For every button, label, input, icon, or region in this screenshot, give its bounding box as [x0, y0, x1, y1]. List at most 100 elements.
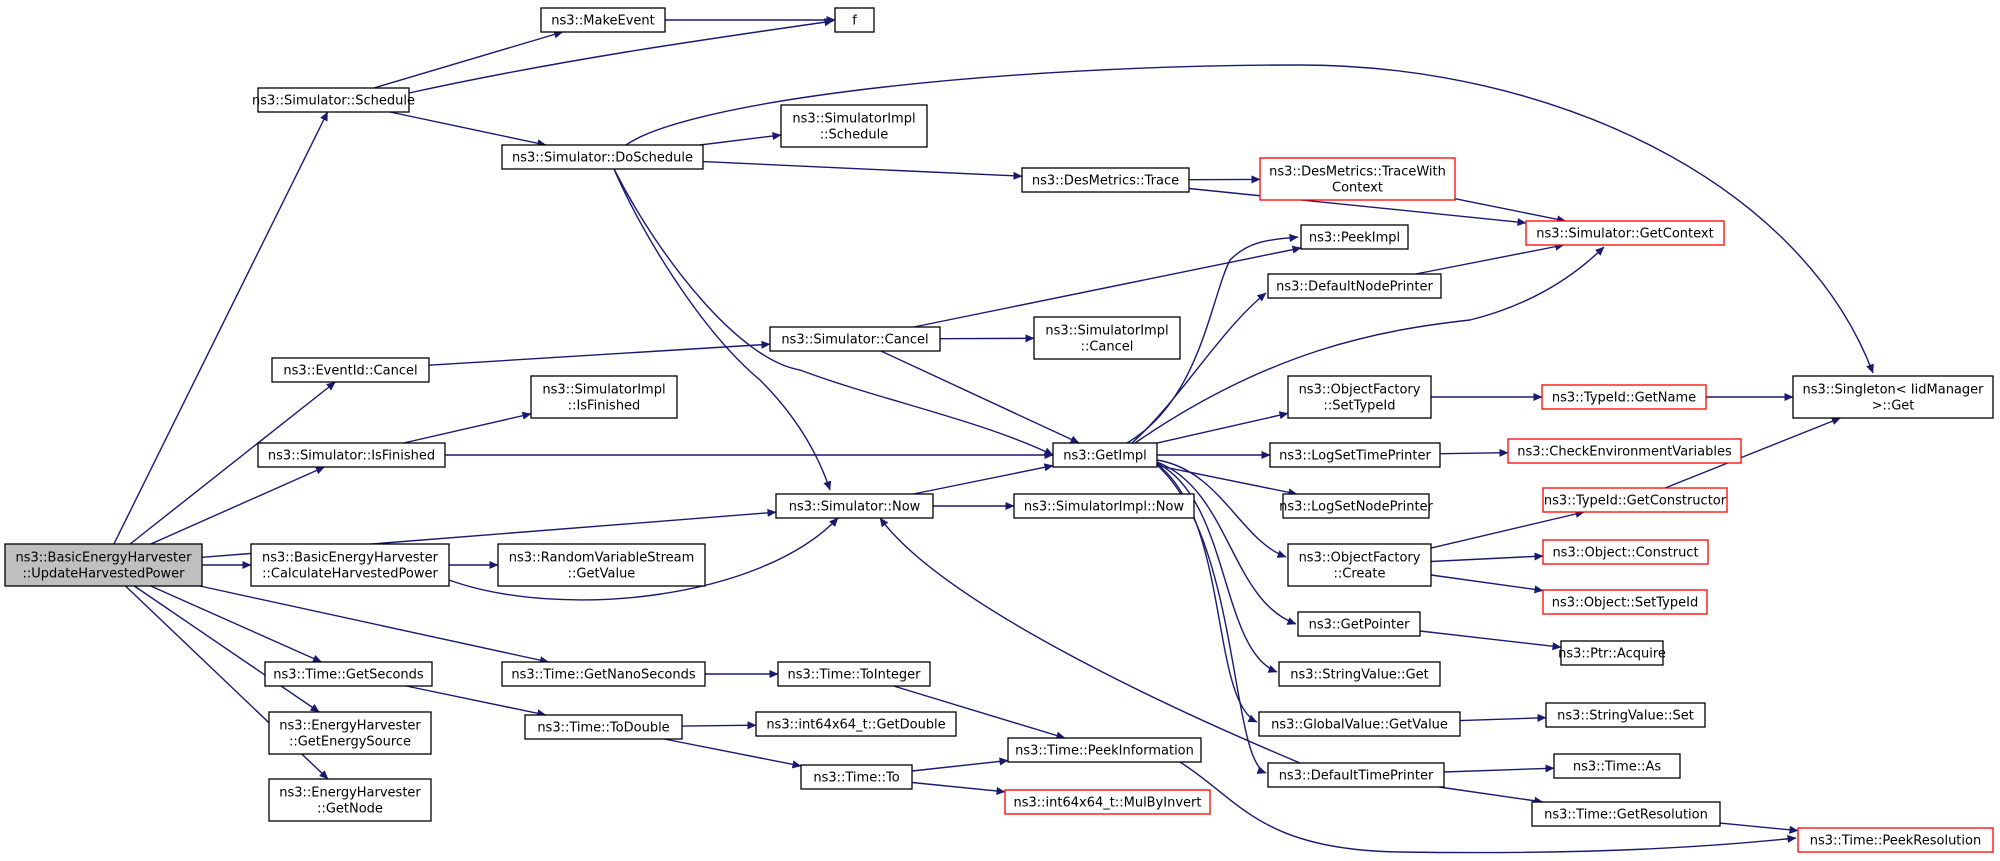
node-label: ns3::Time::GetResolution: [1544, 808, 1708, 823]
node-getimpl[interactable]: ns3::GetImpl: [1052, 442, 1158, 468]
edge-deftimeprinter-to-getresolution: [1438, 786, 1544, 805]
node-box: [1287, 375, 1432, 419]
node-label: ns3::MakeEvent: [551, 14, 655, 29]
node-ofsettypeid[interactable]: ns3::ObjectFactory::SetTypeId: [1287, 375, 1432, 419]
node-ehgetnode[interactable]: ns3::EnergyHarvester::GetNode: [268, 778, 432, 822]
node-timetointeger[interactable]: ns3::Time::ToInteger: [777, 661, 931, 687]
node-label: ns3::Object::Construct: [1552, 546, 1698, 561]
edge-timetodouble-to-i64getdouble: [681, 721, 757, 730]
edge-ofcreate-to-objsettypeid: [1430, 574, 1544, 594]
node-timegetnano[interactable]: ns3::Time::GetNanoSeconds: [501, 661, 706, 687]
node-stringvalueset[interactable]: ns3::StringValue::Set: [1545, 702, 1706, 728]
node-box: [1542, 539, 1709, 565]
node-box: [1525, 220, 1725, 246]
node-singleton[interactable]: ns3::Singleton< IidManager >::Get: [1792, 375, 1994, 419]
node-box: [1282, 493, 1430, 519]
node-objconstruct[interactable]: ns3::Object::Construct: [1542, 539, 1709, 565]
node-timegetseconds[interactable]: ns3::Time::GetSeconds: [264, 661, 433, 687]
node-label: ns3::DesMetrics::Trace: [1032, 174, 1179, 189]
edge-destrace-to-getcontext: [1188, 187, 1527, 227]
node-box: [1797, 827, 1994, 853]
node-peekinfo[interactable]: ns3::Time::PeekInformation: [1007, 737, 1202, 763]
node-label: ns3::Time::PeekResolution: [1810, 834, 1981, 849]
node-getresolution[interactable]: ns3::Time::GetResolution: [1531, 801, 1721, 827]
edge-dosched-to-singleton: [625, 64, 1874, 374]
node-mulbyinvert[interactable]: ns3::int64x64_t::MulByInvert: [1004, 789, 1211, 815]
node-box: [1052, 442, 1158, 468]
node-timeas[interactable]: ns3::Time::As: [1553, 753, 1681, 779]
edge-sched-to-makeevent: [373, 30, 564, 89]
node-box: [1507, 438, 1742, 464]
node-implcancel[interactable]: ns3::SimulatorImpl::Cancel: [1033, 316, 1181, 360]
node-implfinished[interactable]: ns3::SimulatorImpl::IsFinished: [530, 375, 678, 419]
node-label: ns3::BasicEnergyHarvester: [16, 551, 193, 566]
node-timetodouble[interactable]: ns3::Time::ToDouble: [524, 714, 683, 740]
node-label: ::UpdateHarvestedPower: [22, 567, 185, 582]
node-label: ns3::Singleton< IidManager: [1802, 383, 1984, 398]
node-deftimeprinter[interactable]: ns3::DefaultTimePrinter: [1267, 762, 1445, 788]
node-label: ns3::PeekImpl: [1309, 231, 1400, 246]
node-label: ns3::TypeId::GetConstructor: [1544, 494, 1727, 509]
node-root[interactable]: ns3::BasicEnergyHarvester::UpdateHarvest…: [4, 543, 203, 587]
node-defnodeprinter[interactable]: ns3::DefaultNodePrinter: [1267, 273, 1442, 299]
node-box: [755, 711, 957, 737]
node-objsettypeid[interactable]: ns3::Object::SetTypeId: [1542, 589, 1708, 615]
node-label: ns3::Simulator::Now: [789, 500, 921, 515]
edge-getimpl-to-getpointer: [1156, 461, 1297, 625]
node-globalgetvalue[interactable]: ns3::GlobalValue::GetValue: [1258, 711, 1461, 737]
node-implnow[interactable]: ns3::SimulatorImpl::Now: [1013, 493, 1195, 519]
node-implsched[interactable]: ns3::SimulatorImpl::Schedule: [780, 104, 928, 148]
node-f[interactable]: f: [834, 7, 875, 33]
node-calcharvested[interactable]: ns3::BasicEnergyHarvester::CalculateHarv…: [250, 543, 450, 587]
node-label: ns3::EnergyHarvester: [279, 786, 421, 801]
node-box: [1542, 589, 1708, 615]
edge-sched-to-f: [408, 18, 834, 94]
node-ptracquire[interactable]: ns3::Ptr::Acquire: [1558, 640, 1666, 666]
node-getcontext[interactable]: ns3::Simulator::GetContext: [1525, 220, 1725, 246]
node-typeidgetname[interactable]: ns3::TypeId::GetName: [1541, 384, 1707, 410]
node-dosched[interactable]: ns3::Simulator::DoSchedule: [501, 144, 704, 170]
edge-getimpl-to-defnodeprinter: [1131, 292, 1267, 444]
edge-getimpl-to-globalgetvalue: [1156, 463, 1258, 723]
node-label: ns3::DefaultTimePrinter: [1279, 769, 1434, 784]
node-box: [268, 711, 432, 755]
node-makeevent[interactable]: ns3::MakeEvent: [540, 7, 666, 33]
node-eventcancel[interactable]: ns3::EventId::Cancel: [271, 357, 430, 383]
node-box: [1013, 493, 1195, 519]
node-simnow[interactable]: ns3::Simulator::Now: [775, 493, 934, 519]
node-getconstructor[interactable]: ns3::TypeId::GetConstructor: [1542, 487, 1728, 513]
edge-simfinished-to-implfinished: [403, 411, 532, 444]
node-ehgetenergysource[interactable]: ns3::EnergyHarvester::GetEnergySource: [268, 711, 432, 755]
edge-dosched-to-implsched: [699, 132, 782, 146]
node-sched[interactable]: ns3::Simulator::Schedule: [252, 87, 415, 113]
edge-timeto-to-peekinfo: [911, 757, 1009, 772]
node-destrace[interactable]: ns3::DesMetrics::Trace: [1021, 167, 1190, 193]
node-logsettimeprinter[interactable]: ns3::LogSetTimePrinter: [1269, 442, 1441, 468]
node-rvsgetvalue[interactable]: ns3::RandomVariableStream::GetValue: [497, 543, 706, 587]
node-label: ns3::StringValue::Set: [1557, 709, 1694, 724]
node-i64getdouble[interactable]: ns3::int64x64_t::GetDouble: [755, 711, 957, 737]
node-ofcreate[interactable]: ns3::ObjectFactory::Create: [1287, 543, 1432, 587]
node-box: [524, 714, 683, 740]
node-label: ns3::Simulator::IsFinished: [268, 449, 435, 464]
node-label: ns3::Time::ToInteger: [787, 668, 921, 683]
node-box: [780, 104, 928, 148]
node-simfinished[interactable]: ns3::Simulator::IsFinished: [257, 442, 446, 468]
node-label: ::IsFinished: [568, 399, 641, 414]
node-box: [1545, 702, 1706, 728]
node-box: [257, 442, 446, 468]
node-peekresolution[interactable]: ns3::Time::PeekResolution: [1797, 827, 1994, 853]
node-label: ns3::Time::As: [1573, 760, 1662, 775]
node-timeto[interactable]: ns3::Time::To: [800, 764, 913, 790]
node-peekimpl[interactable]: ns3::PeekImpl: [1300, 224, 1409, 250]
node-box: [1553, 753, 1681, 779]
edge-root-to-timegetseconds: [150, 585, 322, 663]
node-label: ::Create: [1334, 567, 1386, 582]
node-stringvalueget[interactable]: ns3::StringValue::Get: [1278, 661, 1441, 687]
node-getpointer[interactable]: ns3::GetPointer: [1297, 611, 1421, 637]
node-logsetnodeprinter[interactable]: ns3::LogSetNodePrinter: [1279, 493, 1434, 519]
node-simcancel[interactable]: ns3::Simulator::Cancel: [769, 326, 941, 352]
edge-getpointer-to-ptracquire: [1419, 630, 1562, 651]
node-checkenv[interactable]: ns3::CheckEnvironmentVariables: [1507, 438, 1742, 464]
